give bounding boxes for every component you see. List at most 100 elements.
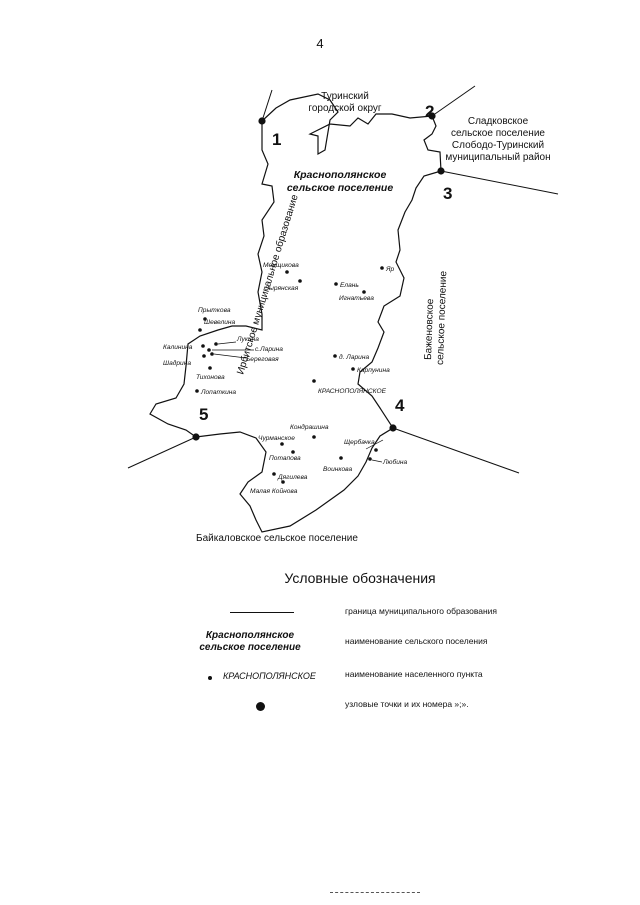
settlement-beregovaya: Береговая <box>246 356 279 363</box>
boundary-line-1 <box>261 89 273 122</box>
dot-d-larina <box>333 354 337 358</box>
boundary-lines <box>127 85 559 474</box>
label-turinsky-2: городской округ <box>308 103 382 114</box>
legend-row-settlement: КРАСНОПОЛЯНСКОЕ наименование населенного… <box>0 669 640 695</box>
dot-lyubina <box>368 457 372 461</box>
boundary-line-5 <box>127 436 197 469</box>
node-4-marker <box>389 424 397 432</box>
settlement-lyubina: Любина <box>382 458 407 466</box>
node-2-marker <box>428 112 436 120</box>
settlement-karpunina: Карпунина <box>357 367 390 374</box>
dot-karpunina <box>351 367 355 371</box>
leader-lukina <box>217 341 237 345</box>
node-5-label: 5 <box>199 405 208 424</box>
settlement-tikhonova: Тихонова <box>196 374 225 381</box>
dot-s-larina <box>207 348 211 352</box>
settlement-voinkova: Воинкова <box>323 466 352 473</box>
settlement-name-2: сельское поселение <box>287 182 394 194</box>
node-1-marker <box>258 117 266 125</box>
node-3-label: 3 <box>443 184 452 203</box>
dot-shevelina <box>198 328 202 332</box>
dot-dyagileva <box>272 472 276 476</box>
label-bazhenovskoe-2: сельское поселение <box>435 270 449 365</box>
settlement-potapova: Потапова <box>269 455 301 462</box>
label-sladkovskoe-2: сельское поселение <box>451 128 545 139</box>
settlement-lukina: Лукина <box>236 336 259 343</box>
settlement-d-larina: д. Ларина <box>339 353 369 361</box>
dot-voinkova <box>339 456 343 460</box>
settlement-dyagileva: Дягилева <box>277 474 308 481</box>
settlement-churmanskoe: Чурманское <box>258 435 295 442</box>
settlement-s-larina: с.Ларина <box>255 346 283 353</box>
settlement-prytkova: Прыткова <box>198 307 231 314</box>
settlement-shevelina: Шевелина <box>204 319 235 326</box>
dot-kondrashina <box>312 435 316 439</box>
settlement-kalinina: Калинина <box>163 344 193 351</box>
legend-row-name: Краснополянское сельское поселение наиме… <box>0 630 640 660</box>
dot-potapova <box>291 450 295 454</box>
dot-krasnopolyanskoe <box>312 379 316 383</box>
label-bazhenovskoe-1: Баженовское <box>423 298 436 360</box>
leader-lyubina <box>371 459 383 463</box>
dot-tikhonova <box>208 366 212 370</box>
legend-row-node: узловые точки и их номера »;». <box>0 698 640 724</box>
legend-row-border: граница муниципального образования <box>0 604 640 630</box>
dot-menshchikova <box>285 270 289 274</box>
settlement-zyryanskaya: Зырянская <box>265 285 299 292</box>
dot-yar <box>380 266 384 270</box>
settlement-krasnopolyanskoe: КРАСНОПОЛЯНСКОЕ <box>318 388 387 395</box>
legend-node-dot <box>256 702 265 711</box>
leader-lines <box>212 341 384 463</box>
legend-name-sample-1: Краснополянское <box>205 630 295 641</box>
legend-name-desc: наименование сельского поселения <box>345 636 488 646</box>
dot-beregovaya <box>210 352 214 356</box>
settlement-yar: Яр <box>385 266 394 273</box>
boundary-line-4 <box>392 427 520 474</box>
node-3-marker <box>437 167 445 175</box>
dot-lopatkina <box>195 389 199 393</box>
dot-elan <box>334 282 338 286</box>
label-baikalovskoe: Байкаловское сельское поселение <box>196 533 358 544</box>
label-turinsky-1: Туринский <box>321 91 369 102</box>
dot-prytkova <box>203 317 207 321</box>
label-sladkovskoe-4: муниципальный район <box>445 152 550 163</box>
legend-settlement-desc: наименование населенного пункта <box>345 669 483 679</box>
leader-shcherbachka <box>365 439 384 450</box>
dot-lukina <box>214 342 218 346</box>
settlement-shcherbachka: Щербачка <box>344 438 375 446</box>
dot-churmanskoe <box>280 442 284 446</box>
legend-node-desc: узловые точки и их номера »;». <box>345 699 469 709</box>
label-sladkovskoe-1: Сладковское <box>468 116 529 127</box>
node-5-marker <box>192 433 200 441</box>
settlement-ignatieva: Игнатьева <box>339 295 374 302</box>
settlement-elan: Елань <box>340 282 359 289</box>
settlement-boundary <box>149 93 442 533</box>
legend-name-sample-2: сельское поселение <box>199 642 301 653</box>
node-4-label: 4 <box>395 396 405 415</box>
settlement-dots <box>195 266 384 484</box>
node-markers <box>192 112 445 441</box>
legend-settlement-sample: КРАСНОПОЛЯНСКОЕ <box>223 671 316 681</box>
node-2-label: 2 <box>425 102 434 121</box>
dot-malaya-koinova <box>281 480 285 484</box>
boundary-line-3 <box>440 170 559 195</box>
settlement-name-1: Краснополянское <box>294 169 387 181</box>
legend-border-symbol <box>230 612 294 613</box>
dot-shadrina <box>202 354 206 358</box>
page-number: 4 <box>316 36 324 51</box>
settlement-lopatkina: Лопаткина <box>200 389 236 396</box>
boundary-line-2 <box>431 85 476 117</box>
label-sladkovskoe-3: Слободо-Туринский <box>452 139 544 151</box>
footer-divider <box>330 892 420 893</box>
dot-ignatieva <box>362 290 366 294</box>
settlement-malaya-koinova: Малая Койнова <box>250 487 298 495</box>
dot-zyryanskaya <box>298 279 302 283</box>
settlement-menshchikova: Менщикова <box>263 262 299 269</box>
legend-border-desc: граница муниципального образования <box>345 606 498 616</box>
legend-title: Условные обозначения <box>284 570 436 586</box>
leader-beregovaya <box>213 353 247 359</box>
node-1-label: 1 <box>272 130 281 149</box>
dot-kalinina <box>201 344 205 348</box>
settlement-kondrashina: Кондрашина <box>290 423 329 431</box>
